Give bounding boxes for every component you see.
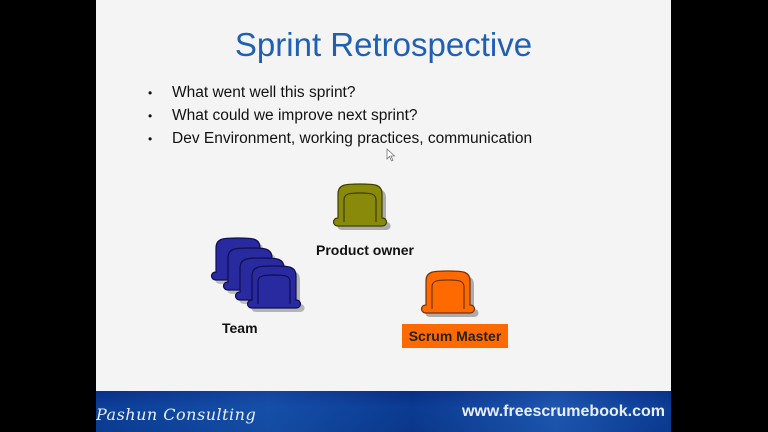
- bullet-icon: •: [148, 109, 153, 123]
- team-chairs-icon: [210, 237, 305, 312]
- scrum-master-label: Scrum Master: [402, 324, 508, 348]
- bullet-list: • What went well this sprint? • What could…: [148, 84, 532, 153]
- footer-banner: Pashun Consulting www.freescrumebook.com: [96, 391, 671, 432]
- bullet-icon: •: [148, 132, 153, 146]
- bullet-text: What could we improve next sprint?: [172, 107, 418, 124]
- scrum-master-chair-icon: [420, 270, 479, 317]
- bullet-icon: •: [148, 86, 153, 100]
- cursor-icon: [386, 148, 396, 162]
- bullet-text: What went well this sprint?: [172, 84, 356, 101]
- bullet-item: • What went well this sprint?: [148, 84, 532, 107]
- bullet-text: Dev Environment, working practices, comm…: [172, 130, 533, 147]
- slide: Sprint Retrospective • What went well thi…: [96, 0, 671, 432]
- product-owner-label: Product owner: [316, 242, 415, 258]
- brand-name: Pashun Consulting: [96, 405, 257, 424]
- website-url: www.freescrumebook.com: [461, 403, 665, 420]
- product-owner-chair-icon: [332, 183, 391, 230]
- bullet-item: • Dev Environment, working practices, com…: [148, 130, 532, 153]
- bullet-item: • What could we improve next sprint?: [148, 107, 532, 130]
- team-label: Team: [222, 320, 258, 336]
- slide-title: Sprint Retrospective: [234, 26, 533, 63]
